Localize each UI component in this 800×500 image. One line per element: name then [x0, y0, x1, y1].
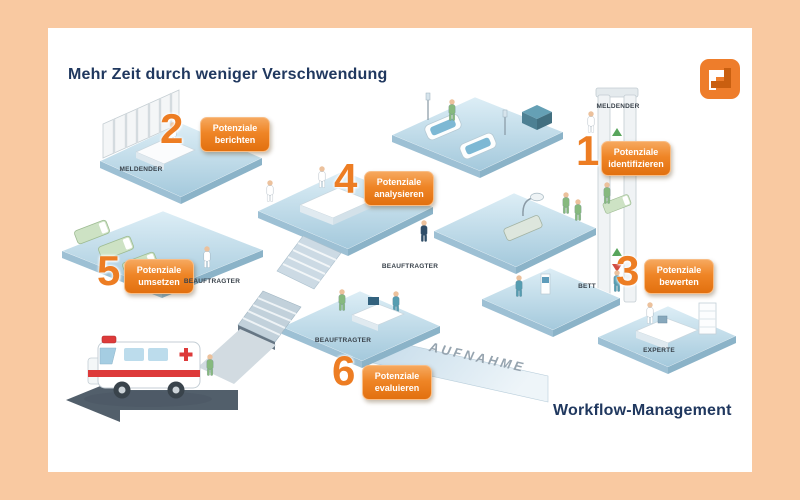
step-6-callout: Potenziale evaluieren	[362, 365, 432, 401]
role-label-beauftragter: BEAUFTRAGTER	[183, 278, 241, 285]
step-6-number: 6	[332, 347, 356, 394]
role-label-experte: EXPERTE	[643, 347, 675, 354]
step-5-callout: Potenziale umsetzen	[124, 259, 194, 295]
step-3-callout: Potenziale bewerten	[644, 259, 714, 295]
company-logo-icon	[698, 57, 742, 106]
page-title: Mehr Zeit durch weniger Verschwendung	[68, 66, 388, 83]
step-1-number: 1	[576, 127, 600, 174]
step-5-number: 5	[97, 247, 121, 294]
step-3-number: 3	[616, 247, 640, 294]
role-label-bett: BETT	[578, 283, 596, 290]
role-label-meldender: MELDENDER	[119, 166, 163, 173]
step-4-callout: Potenziale analysieren	[364, 171, 434, 207]
role-label-beauftragter: BEAUFTRAGTER	[314, 337, 372, 344]
role-label-meldender: MELDENDER	[596, 103, 640, 110]
role-label-beauftragter: BEAUFTRAGTER	[381, 263, 439, 270]
step-2-callout: Potenziale berichten	[200, 117, 270, 153]
step-1-callout: Potenziale identifizieren	[601, 141, 671, 177]
footer-caption: Workflow-Management	[553, 402, 732, 419]
step-2-number: 2	[160, 105, 184, 152]
step-4-number: 4	[334, 155, 358, 202]
